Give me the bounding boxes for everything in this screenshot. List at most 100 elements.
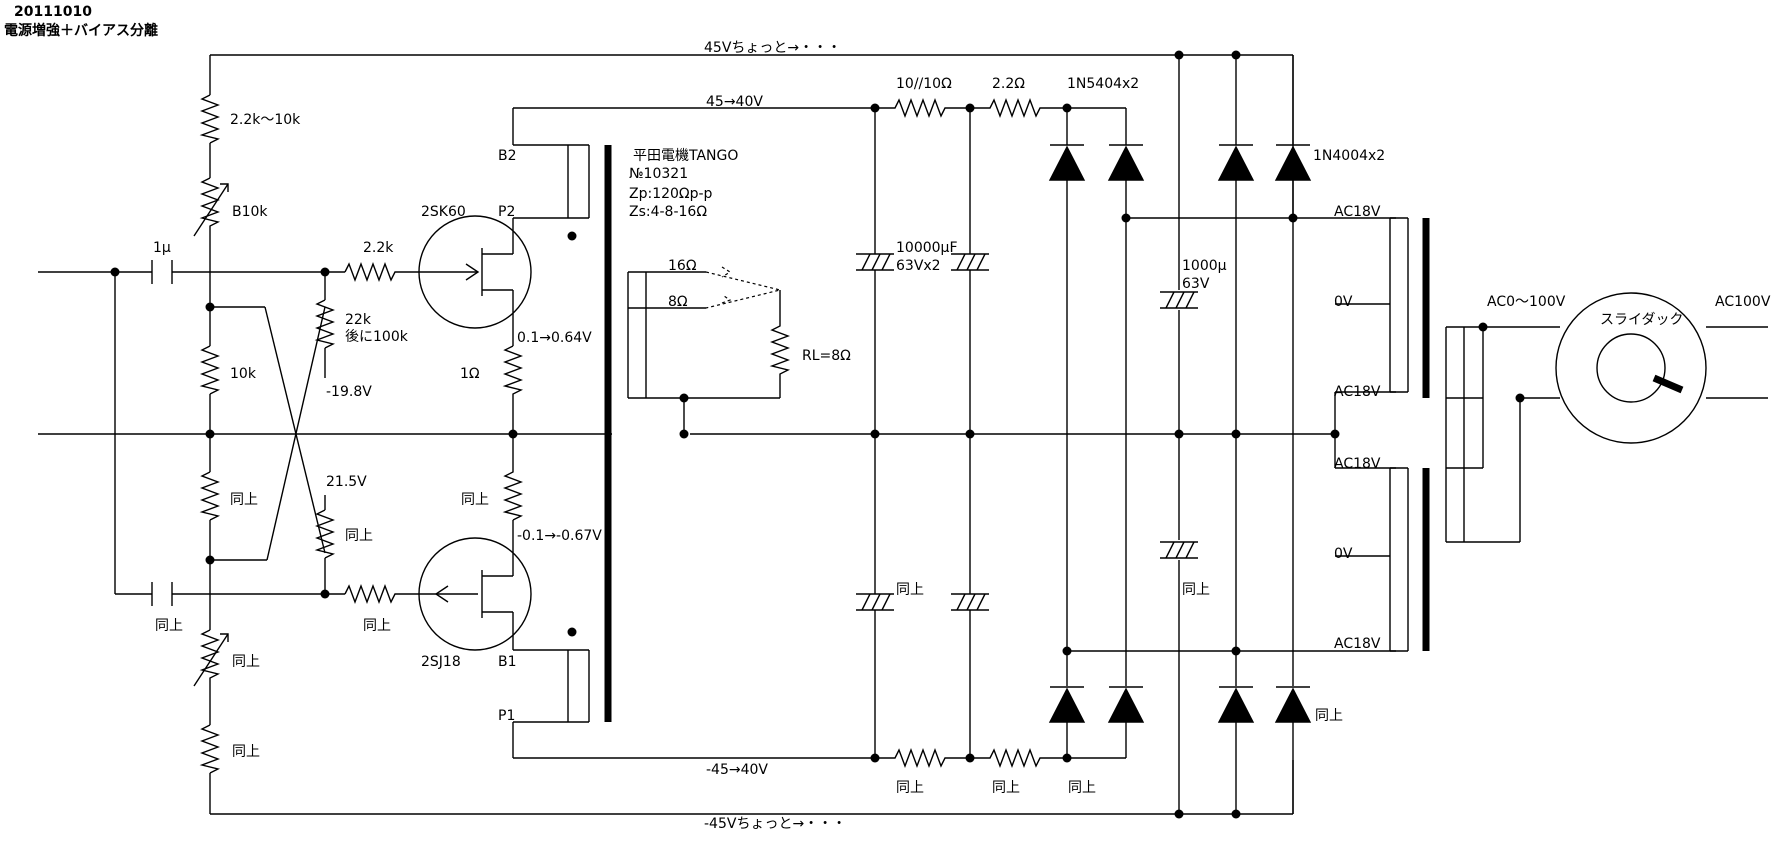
input-capacitors [151, 260, 173, 606]
ac18-4-label: AC18V [1334, 636, 1381, 652]
ov-1-label: 0V [1334, 294, 1353, 310]
slidac [1555, 292, 1768, 444]
ot-tap8-label: 8Ω [668, 294, 688, 310]
diode-bias-bot-label: 同上 [1315, 708, 1343, 724]
r-top-bias-label: 2.2k〜10k [230, 112, 301, 128]
mains-label: AC100V [1715, 294, 1771, 310]
diode-bias-1 [1217, 144, 1255, 181]
resistor-gate-bottom [344, 584, 398, 604]
r-bot-same-2-label: 同上 [992, 780, 1020, 796]
diode-bias-4 [1274, 686, 1312, 723]
rail-bottom-inner-label: -45→40V [706, 762, 768, 778]
rail-top-outer-label: 45Vちょっと→・・・ [704, 40, 841, 56]
diode-bias-label: 1N4004x2 [1313, 148, 1385, 164]
rail-bottom-outer-label: -45Vちょっと→・・・ [704, 816, 846, 832]
diode-bias-2 [1274, 144, 1312, 181]
pin-p2-label: P2 [498, 204, 515, 220]
ot-maker-label: 平田電機TANGO [633, 148, 738, 164]
pin-p1-label: P1 [498, 708, 515, 724]
resistor-divider-lower [314, 509, 336, 559]
diagram-date: 20111010 [14, 4, 92, 20]
r-divider-label: 同上 [345, 528, 373, 544]
resistor-10-10-bottom [875, 748, 970, 768]
resistor-bottom-bias [199, 724, 221, 774]
vr-top [199, 177, 221, 230]
rail-top-inner-label: 45→40V [706, 94, 763, 110]
r-lower-label: 同上 [230, 492, 258, 508]
v-src-top-label: 0.1→0.64V [517, 330, 592, 346]
resistor-2-2-bottom [970, 748, 1067, 768]
diode-bias-3 [1217, 686, 1255, 723]
slidac-label: スライダック [1600, 312, 1683, 328]
v-neg-label: -19.8V [326, 384, 372, 400]
resistor-10k [199, 345, 221, 395]
resistor-source-bottom [502, 434, 524, 521]
diode-main-1 [1048, 144, 1086, 181]
pin-b1-label: B1 [498, 654, 517, 670]
ot-zp-label: Zp:120Ωp-p [629, 186, 713, 202]
resistor-10-10 [875, 98, 970, 118]
cap-bias-top [1160, 290, 1198, 310]
power-transformer [1334, 217, 1560, 652]
vr-bot-label: 同上 [232, 654, 260, 670]
ac18-3-label: AC18V [1334, 456, 1381, 472]
labels: 45Vちょっと→・・・ 45→40V -45→40V -45Vちょっと→・・・ … [153, 40, 1771, 832]
r-2-2-label: 2.2Ω [992, 76, 1025, 92]
output-transformer [513, 144, 791, 723]
fet-top-label: 2SK60 [421, 204, 466, 220]
resistor-load [769, 290, 791, 398]
ot-tap16-label: 16Ω [668, 258, 697, 274]
ot-zs-label: Zs:4-8-16Ω [629, 204, 707, 220]
cap-main-v-label: 63Vx2 [896, 258, 941, 274]
psu-resistors [875, 98, 1067, 768]
cap-main-bot-label: 同上 [896, 582, 924, 598]
cap-main-top-1 [856, 253, 894, 271]
diode-main-3 [1048, 686, 1086, 723]
r-gate-bot-label: 同上 [363, 618, 391, 634]
diode-main-2 [1107, 144, 1145, 181]
diagram-title: 電源増強＋バイアス分離 [4, 22, 158, 39]
cap-in-bot-label: 同上 [155, 618, 183, 634]
r-22k-note: 後に100k [345, 329, 409, 345]
resistor-2-2 [970, 98, 1067, 118]
cap-bias-bottom [1160, 540, 1198, 560]
v-pos-label: 21.5V [326, 474, 367, 490]
resistor-lower [199, 471, 221, 521]
diode-main-bot-label: 同上 [1068, 780, 1096, 796]
r-22k-label: 22k [345, 312, 372, 328]
r-bot-same-1-label: 同上 [896, 780, 924, 796]
r-source-top-label: 1Ω [460, 366, 480, 382]
cap-main-bottom-1 [856, 593, 894, 611]
ac18-1-label: AC18V [1334, 204, 1381, 220]
cap-bias-label: 1000μ [1182, 258, 1227, 274]
diode-main-label: 1N5404x2 [1067, 76, 1139, 92]
vr-top-label: B10k [232, 204, 268, 220]
r-10k-label: 10k [230, 366, 257, 382]
junction-dots [110, 50, 1525, 819]
fet-bot-label: 2SJ18 [421, 654, 461, 670]
v-src-bot-label: -0.1→-0.67V [517, 528, 602, 544]
cap-main-bottom-2 [951, 593, 989, 611]
cap-in-label: 1μ [153, 240, 171, 256]
diode-main-4 [1107, 686, 1145, 723]
bridge-main [1048, 108, 1396, 758]
r-source-bot-label: 同上 [461, 492, 489, 508]
pin-b2-label: B2 [498, 148, 517, 164]
slidac-range-label: AC0〜100V [1487, 294, 1566, 310]
r-10-10-label: 10//10Ω [896, 76, 952, 92]
load-label: RL=8Ω [802, 348, 851, 364]
ac18-2-label: AC18V [1334, 384, 1381, 400]
r-bot-bias-label: 同上 [232, 744, 260, 760]
resistor-22k [314, 299, 336, 349]
r-gate-top-label: 2.2k [363, 240, 394, 256]
rail-wires [38, 54, 1335, 815]
cap-bias-v-label: 63V [1182, 276, 1210, 292]
resistor-top-bias [199, 94, 221, 144]
resistor-gate-top [344, 262, 398, 282]
ot-model-label: №10321 [629, 166, 688, 182]
ov-2-label: 0V [1334, 546, 1353, 562]
fet-2sk60 [418, 215, 532, 346]
cap-main-top-2 [951, 253, 989, 271]
vr-bottom [199, 629, 221, 682]
